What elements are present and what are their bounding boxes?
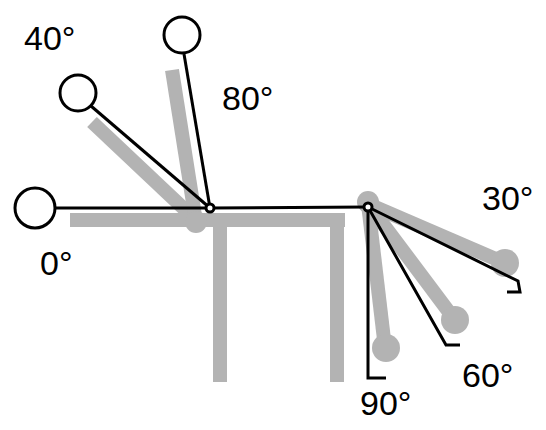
angle-label: 80° [222, 81, 273, 115]
angle-label: 90° [360, 386, 411, 420]
black-heads [15, 17, 372, 228]
gray-joints [185, 191, 519, 362]
angle-label: 0° [40, 246, 73, 280]
black-limbs [55, 54, 520, 378]
angle-label: 30° [482, 181, 533, 215]
angle-label: 40° [24, 21, 75, 55]
gray-body [70, 70, 505, 382]
angle-label: 60° [462, 358, 513, 392]
